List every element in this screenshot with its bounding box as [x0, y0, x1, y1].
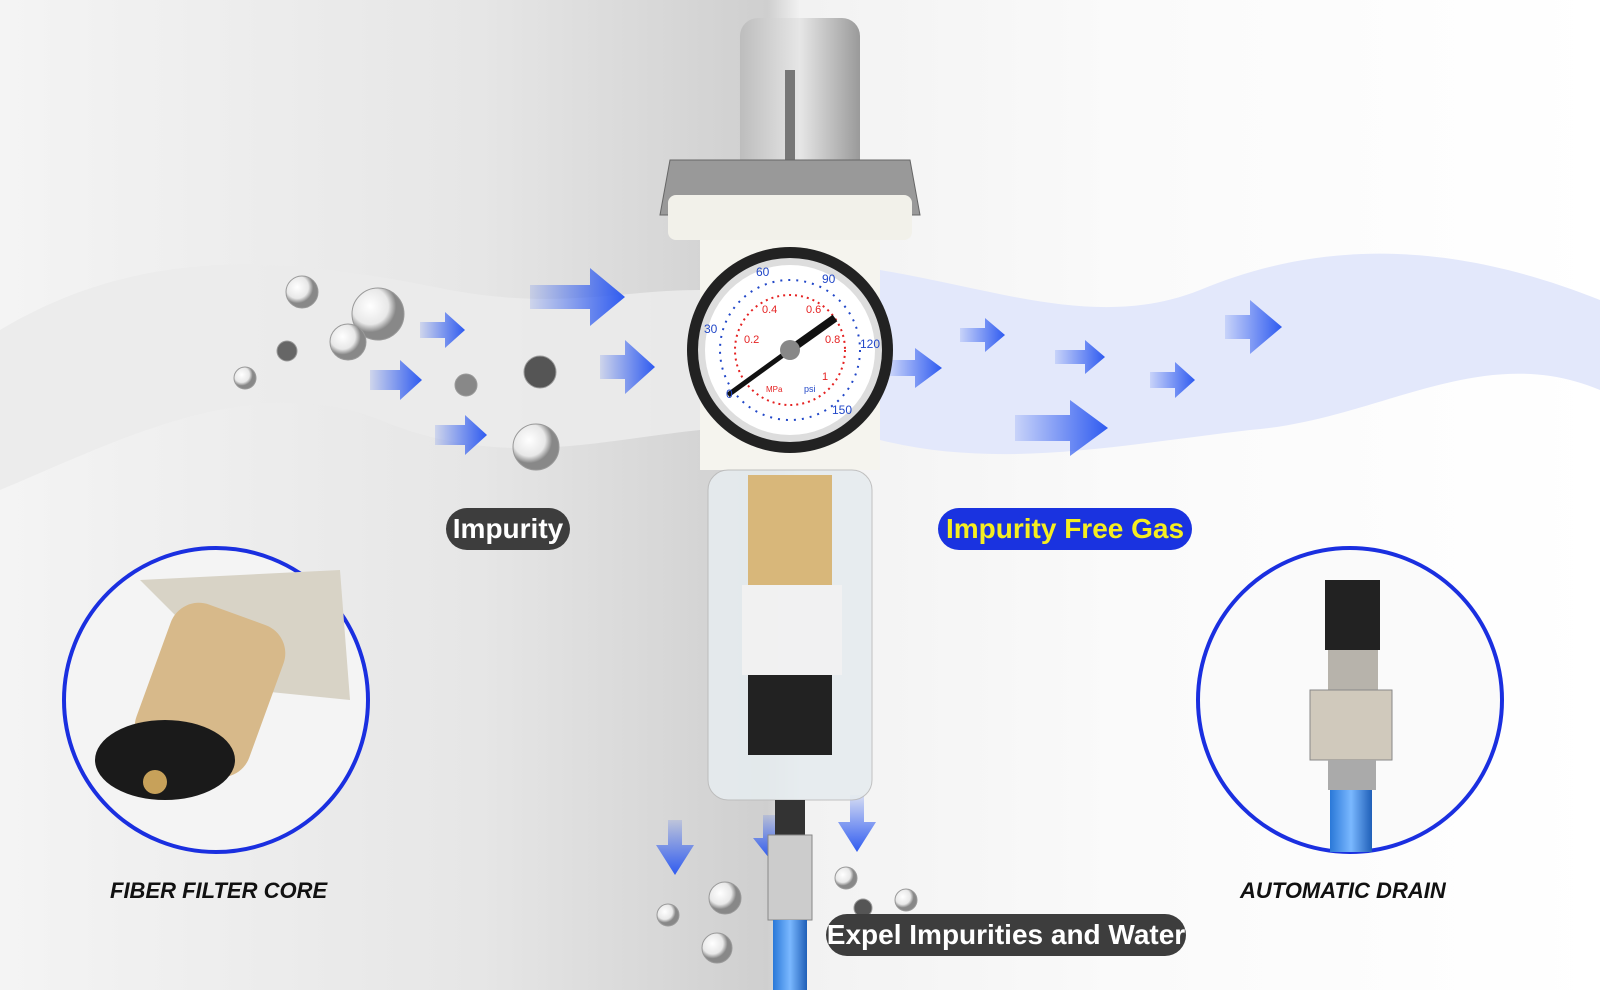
automatic-drain-caption: AUTOMATIC DRAIN: [1240, 878, 1446, 903]
fiber-filter-core-caption: FIBER FILTER CORE: [110, 878, 328, 903]
gauge-psi-0: 0: [726, 387, 733, 401]
gauge-mpa-0.6: 0.6: [806, 304, 821, 316]
pressure-gauge: 0 30 60 90 120 150 0.2 0.4 0.6 0.8 1 MPa…: [687, 247, 893, 453]
impurity-free-gas-label: Impurity Free Gas: [938, 508, 1192, 550]
gauge-psi-60: 60: [756, 265, 770, 279]
expel-impurities-label: Expel Impurities and Water: [826, 914, 1186, 956]
flow-arrows-out: [890, 300, 1282, 456]
filter-regulator: [659, 18, 921, 990]
gauge-unit-mpa: MPa: [766, 385, 783, 394]
clean-air-band: [880, 253, 1600, 455]
fiber-filter-core-detail: [62, 546, 370, 854]
automatic-drain-detail: [1196, 546, 1504, 854]
impurity-label: Impurity: [446, 508, 570, 550]
impurity-particles: [233, 275, 918, 964]
gauge-psi-90: 90: [822, 272, 836, 286]
drain-arrows: [656, 795, 876, 875]
gauge-mpa-1: 1: [822, 371, 828, 383]
gauge-mpa-0.4: 0.4: [762, 304, 777, 316]
gauge-unit-psi: psi: [804, 384, 816, 394]
gauge-psi-120: 120: [860, 337, 880, 351]
gauge-mpa-0.8: 0.8: [825, 334, 840, 346]
gauge-psi-150: 150: [832, 403, 852, 417]
flow-arrows-in: [370, 268, 655, 455]
gauge-psi-30: 30: [704, 322, 718, 336]
gauge-mpa-0.2: 0.2: [744, 334, 759, 346]
